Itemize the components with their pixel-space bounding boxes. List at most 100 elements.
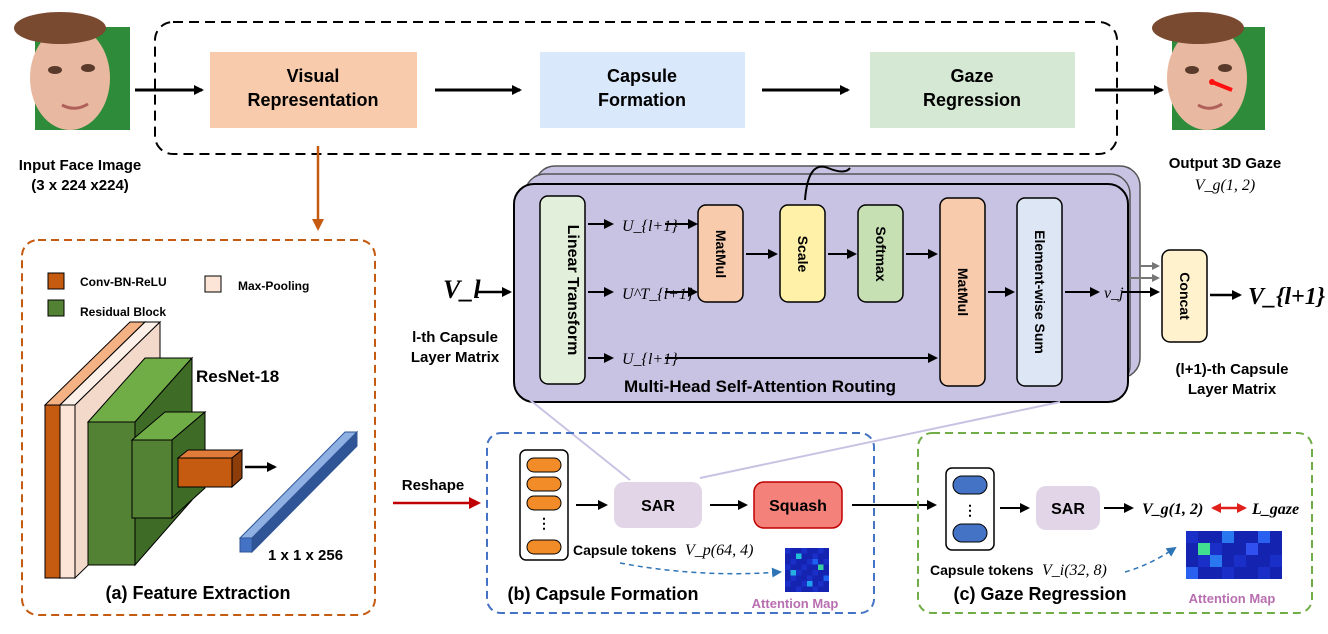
attention-cell: [812, 559, 818, 565]
gaze-regression-label-1: Gaze: [950, 66, 993, 86]
attention-arrow-b: [619, 562, 782, 578]
feature-extraction-panel: [21, 239, 376, 616]
tokens-label-b: Capsule tokens: [573, 542, 677, 558]
attention-cell: [807, 570, 813, 576]
sar-box-c: [1036, 486, 1100, 530]
attention-cell: [812, 586, 818, 592]
attention-cell: [785, 548, 791, 554]
capsule-formation-label-1: Capsule: [607, 66, 677, 86]
softmax-box: [857, 204, 904, 303]
attention-cell: [1258, 555, 1270, 567]
zoom-line-left: [529, 399, 631, 481]
attention-cell: [785, 559, 791, 565]
legend-conv: Conv-BN-ReLU: [80, 275, 167, 289]
attention-label-b: Attention Map: [752, 596, 839, 611]
attention-cell: [785, 570, 791, 576]
attention-cell: [1258, 543, 1270, 555]
attention-cell: [1186, 531, 1198, 543]
attention-arrow-c: [1124, 546, 1177, 573]
attention-cell: [801, 548, 807, 554]
attention-cell: [812, 553, 818, 559]
attention-cell: [823, 564, 829, 570]
attention-cell: [790, 553, 796, 559]
attention-cell: [785, 575, 791, 581]
attention-cell: [823, 581, 829, 587]
attention-cell: [801, 564, 807, 570]
attention-cell: [790, 559, 796, 565]
attention-cell: [1246, 555, 1258, 567]
token-b-ellipsis: ⋮: [537, 515, 551, 531]
matmul1-box: [697, 204, 744, 303]
output-vl1: V_{l+1}: [1248, 284, 1326, 310]
scale-box: [779, 204, 826, 303]
attention-cell: [823, 575, 829, 581]
legend-maxpool-swatch: [204, 275, 222, 293]
attention-cell: [796, 581, 802, 587]
token-b-3: [526, 495, 562, 511]
attention-cell: [807, 548, 813, 554]
attention-cell: [818, 548, 824, 554]
attention-cell: [818, 559, 824, 565]
token-c-ellipsis: ⋮: [963, 502, 977, 518]
attention-cell: [790, 581, 796, 587]
attention-label-c: Attention Map: [1189, 591, 1276, 606]
legend-conv-swatch: [47, 272, 65, 290]
attention-cell: [796, 553, 802, 559]
attention-cell: [1198, 555, 1210, 567]
resnet-blocks: [43, 320, 244, 580]
token-b-2: [526, 476, 562, 492]
matmul2-label: MatMul: [955, 268, 971, 316]
attention-cell: [1258, 531, 1270, 543]
legend-residual: Residual Block: [80, 305, 166, 319]
squash-box: [753, 481, 843, 529]
attention-cell: [1186, 555, 1198, 567]
attention-cell: [1222, 531, 1234, 543]
legend-residual-swatch: [47, 299, 65, 317]
attention-map-b: [785, 548, 829, 592]
token-b-1: [526, 457, 562, 473]
attention-cell: [823, 548, 829, 554]
attention-cell: [818, 570, 824, 576]
attention-cell: [807, 581, 813, 587]
elementwise-sum-label: Element-wise Sum: [1032, 230, 1048, 354]
attention-cell: [790, 570, 796, 576]
attention-cell: [1186, 567, 1198, 579]
matmul1-label: MatMul: [713, 230, 729, 278]
attention-cell: [1198, 531, 1210, 543]
gaze-regression-label-2: Regression: [923, 90, 1021, 110]
attention-cell: [823, 586, 829, 592]
attention-cell: [807, 575, 813, 581]
attention-cell: [796, 570, 802, 576]
visual-representation-label-1: Visual: [287, 66, 340, 86]
attention-cell: [801, 553, 807, 559]
gaze-regression-caption: (c) Gaze Regression: [953, 584, 1126, 604]
u2-label: U^T_{l+1}: [622, 286, 694, 303]
u1-label: U_{l+1}: [622, 218, 678, 235]
attention-cell: [796, 575, 802, 581]
legend-maxpool: Max-Pooling: [238, 279, 309, 293]
attention-cell: [818, 575, 824, 581]
pipeline-frame: [154, 21, 1118, 155]
tokens-label-c: Capsule tokens: [930, 562, 1034, 578]
attention-cell: [801, 586, 807, 592]
scale-label: Scale: [795, 236, 811, 273]
attention-cell: [1210, 543, 1222, 555]
feature-vector-bar: [238, 430, 359, 554]
gaze-regression-panel: [917, 432, 1313, 614]
attention-cell: [796, 559, 802, 565]
gaze-direction-icon: [1211, 80, 1233, 92]
attention-cell: [823, 559, 829, 565]
attention-cell: [807, 553, 813, 559]
attention-cell: [796, 548, 802, 554]
input-caption-1: l-th Capsule: [412, 329, 498, 346]
attention-cell: [818, 581, 824, 587]
attention-cell: [790, 575, 796, 581]
attention-cell: [807, 564, 813, 570]
vj-label: v_j: [1104, 285, 1124, 302]
token-c-1: [952, 475, 988, 495]
sar-label-b: SAR: [641, 498, 675, 515]
attention-cell: [785, 564, 791, 570]
attention-cell: [1198, 543, 1210, 555]
attention-cell: [1246, 543, 1258, 555]
multihead-connector: [804, 165, 851, 201]
